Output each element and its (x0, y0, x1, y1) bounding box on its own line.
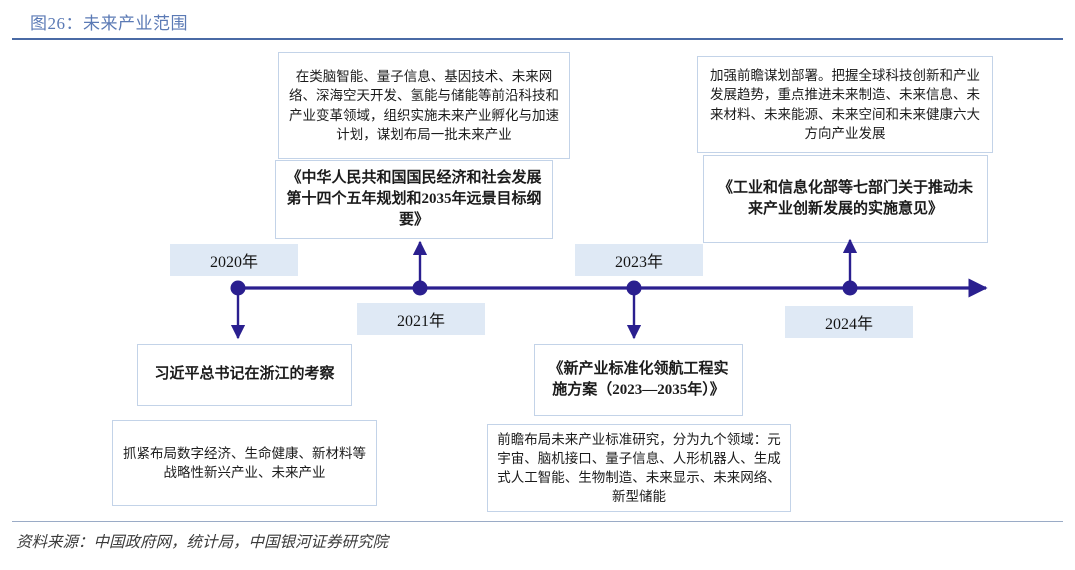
policy-box-2023: 《新产业标准化领航工程实施方案（2023—2035年）》 (534, 344, 743, 416)
footer-divider (12, 521, 1063, 522)
title-divider (12, 38, 1063, 40)
detail-box-2024: 加强前瞻谋划部署。把握全球科技创新和产业发展趋势，重点推进未来制造、未来信息、未… (697, 56, 993, 153)
node-dot-2021 (412, 280, 428, 296)
source-note: 资料来源：中国政府网，统计局，中国银河证券研究院 (16, 534, 389, 551)
page-title: 图26：未来产业范围 (30, 14, 188, 33)
year-chip-2021[interactable]: 2021年 (357, 303, 485, 335)
year-chip-2020[interactable]: 2020年 (170, 244, 298, 276)
policy-box-2024: 《工业和信息化部等七部门关于推动未来产业创新发展的实施意见》 (703, 155, 988, 243)
year-chip-2024[interactable]: 2024年 (785, 306, 913, 338)
node-dot-2023 (626, 280, 642, 296)
year-chip-2023[interactable]: 2023年 (575, 244, 703, 276)
event-box-2020: 习近平总书记在浙江的考察 (137, 344, 352, 406)
detail-box-2021: 在类脑智能、量子信息、基因技术、未来网络、深海空天开发、氢能与储能等前沿科技和产… (278, 52, 570, 159)
detail-box-2023: 前瞻布局未来产业标准研究，分为九个领域：元宇宙、脑机接口、量子信息、人形机器人、… (487, 424, 791, 512)
node-dot-2020 (230, 280, 246, 296)
policy-box-2021: 《中华人民共和国国民经济和社会发展第十四个五年规划和2035年远景目标纲要》 (275, 160, 553, 239)
detail-box-2020: 抓紧布局数字经济、生命健康、新材料等战略性新兴产业、未来产业 (112, 420, 377, 506)
node-dot-2024 (842, 280, 858, 296)
